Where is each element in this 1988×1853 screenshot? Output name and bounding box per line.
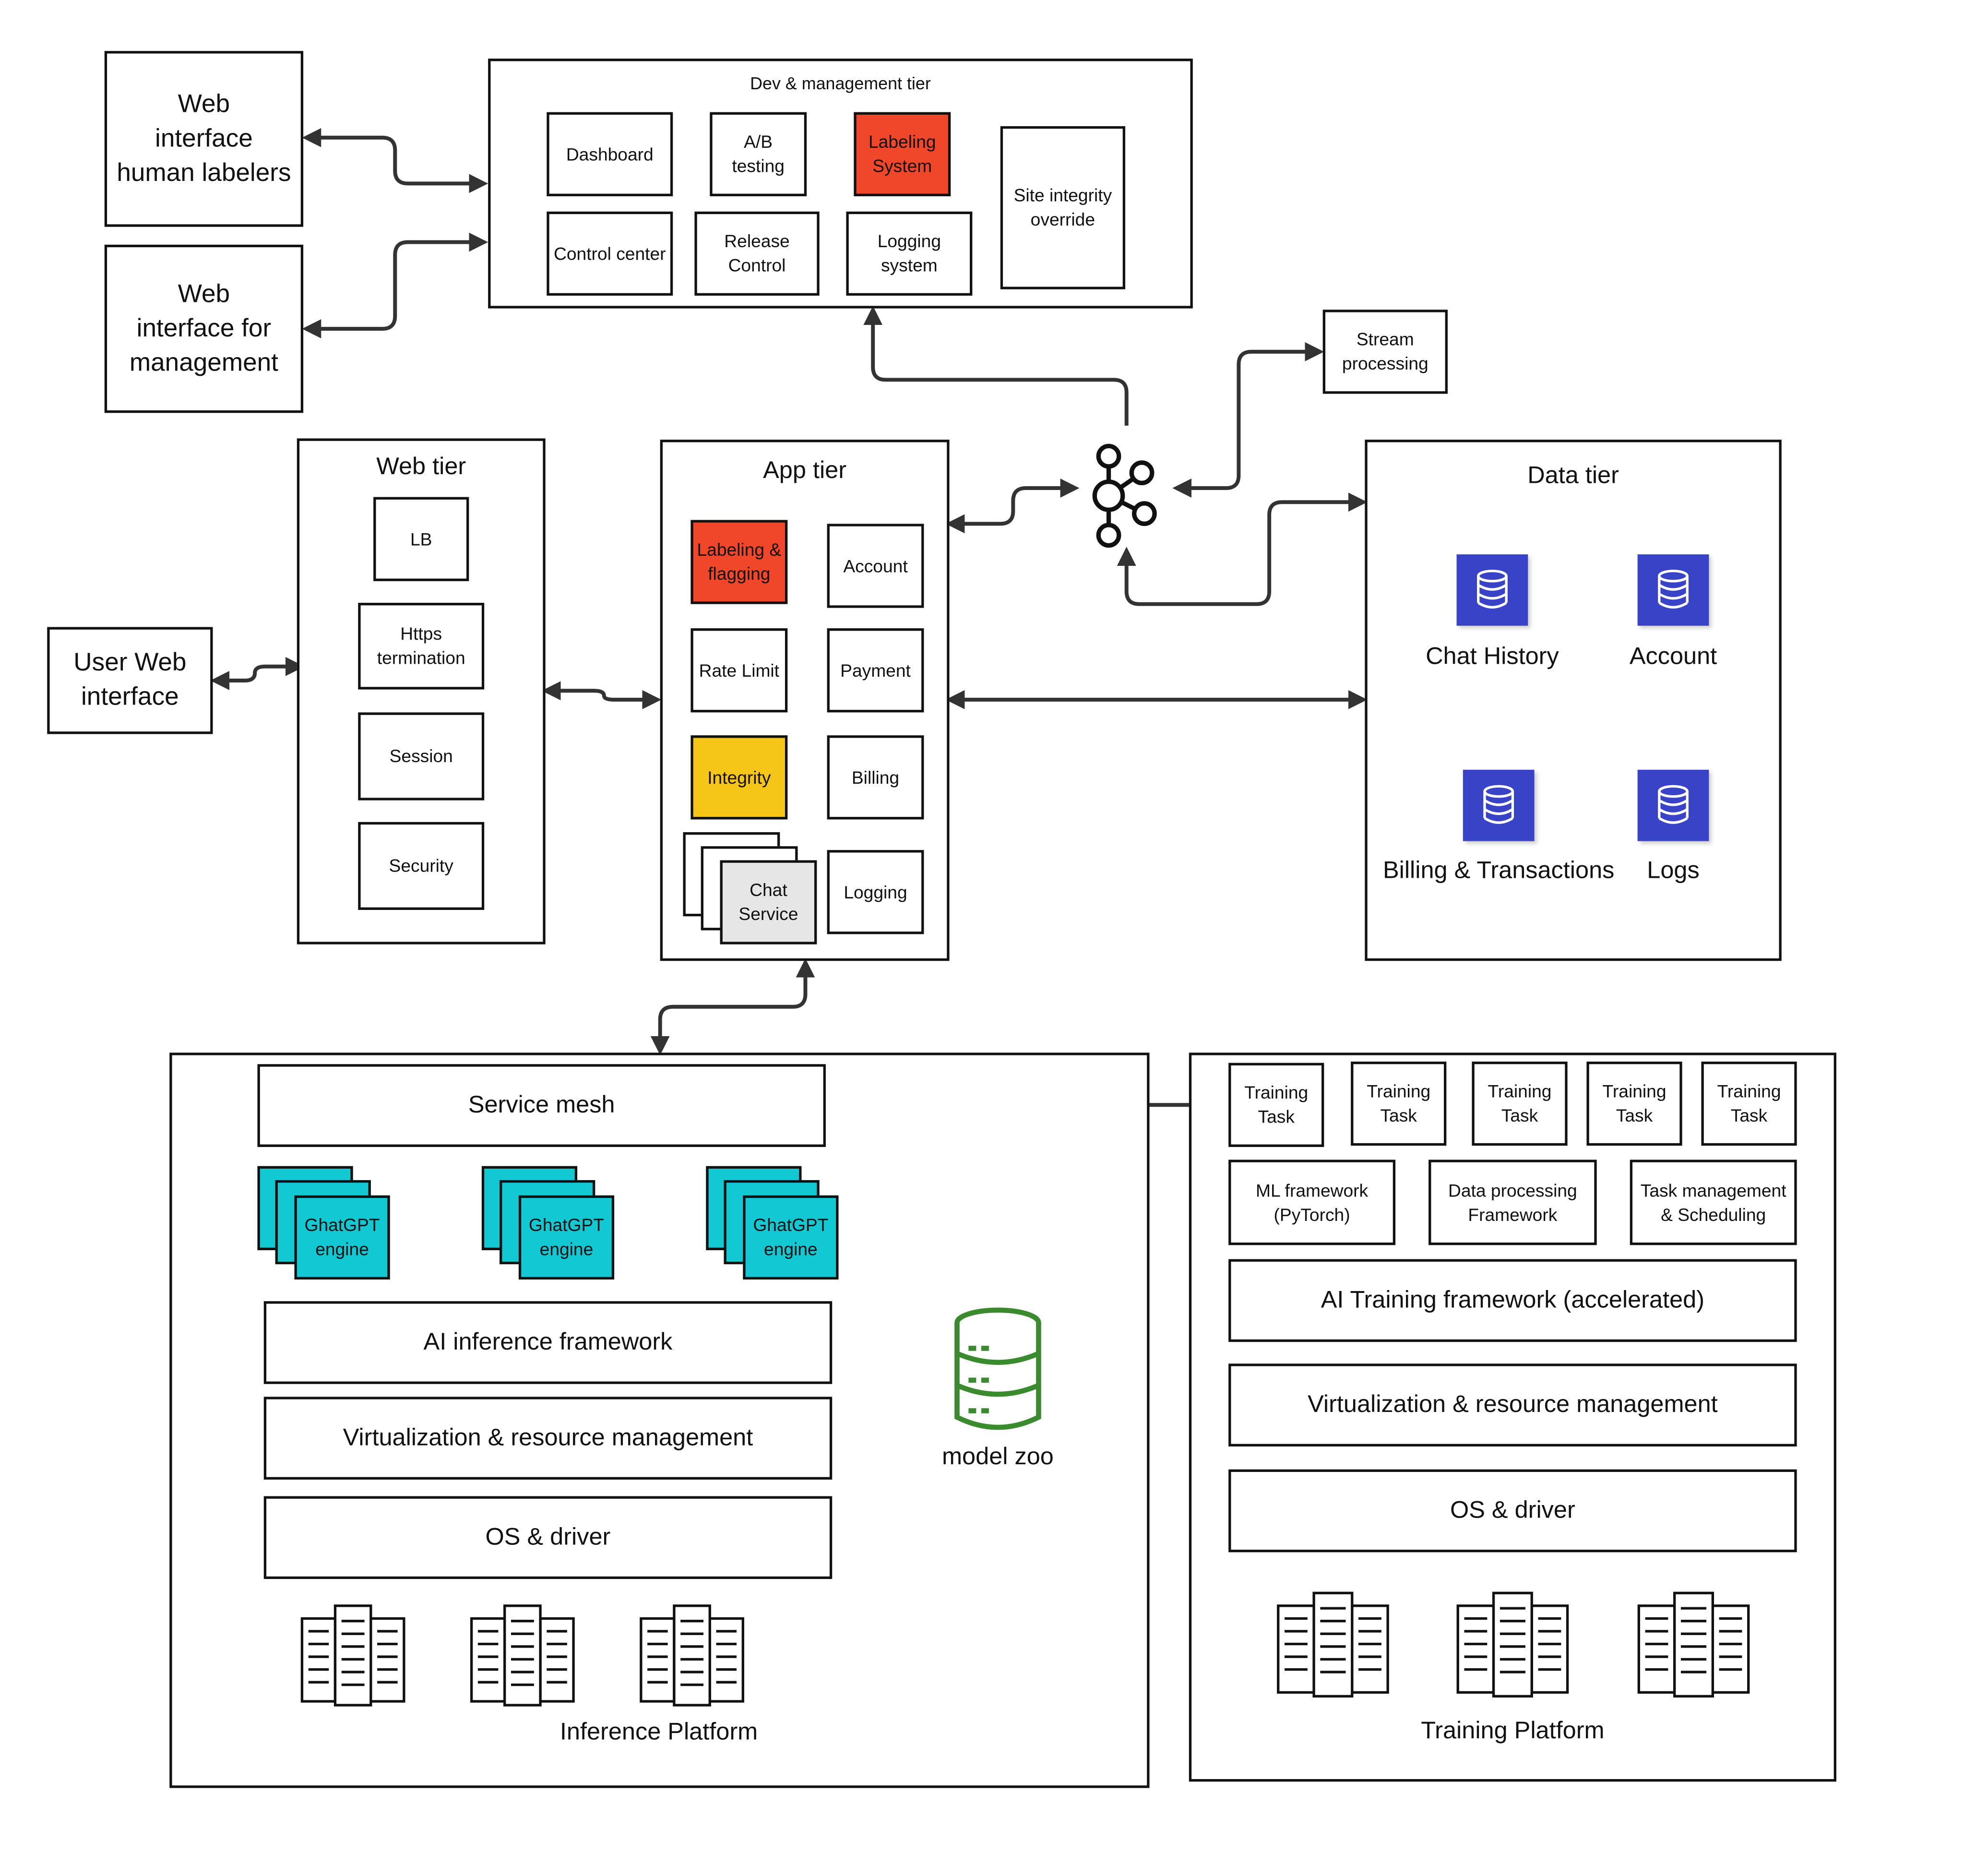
web-tier-security: Security xyxy=(358,822,485,910)
stream-processing: Stream processing xyxy=(1322,310,1448,394)
database-glyph xyxy=(1658,785,1689,824)
web-interface-human-labelers: Web interface human labelers xyxy=(104,51,304,227)
dev-release-control: Release Control xyxy=(694,211,820,296)
arrow-web-app xyxy=(541,681,662,709)
store-account: Account xyxy=(1629,643,1717,670)
arrow-management-dev xyxy=(302,232,488,339)
inference-layer-ai-framework: AI inference framework xyxy=(263,1301,833,1384)
training-task: Training Task xyxy=(1228,1063,1324,1147)
app-account: Account xyxy=(827,524,924,608)
service-mesh: Service mesh xyxy=(257,1064,826,1147)
web-tier-https-termination: Https termination xyxy=(358,603,485,690)
dev-labeling-system: Labeling System xyxy=(854,112,951,196)
inference-platform-title: Inference Platform xyxy=(559,1719,758,1746)
arrow-app-inference xyxy=(650,958,815,1055)
dev-dashboard: Dashboard xyxy=(547,112,673,196)
app-payment: Payment xyxy=(827,628,924,713)
app-integrity: Integrity xyxy=(690,735,788,820)
model-zoo-label: model zoo xyxy=(942,1444,1054,1471)
arrow-hub-stream xyxy=(1172,342,1324,498)
dev-control-center: Control center xyxy=(547,211,673,296)
inference-layer-os-driver: OS & driver xyxy=(263,1496,833,1579)
server-rack-icon xyxy=(1456,1591,1569,1698)
web-tier-title: Web tier xyxy=(376,454,466,481)
training-layer-virtualization: Virtualization & resource management xyxy=(1228,1363,1797,1447)
arrow-labelers-dev xyxy=(302,128,488,193)
web-tier-session: Session xyxy=(358,712,485,801)
app-labeling-flagging: Labeling & flagging xyxy=(690,520,788,604)
chatgpt-engine: GhatGPT engine xyxy=(743,1195,839,1280)
training-task: Training Task xyxy=(1351,1061,1447,1146)
arrow-user-web xyxy=(210,657,305,690)
web-tier-lb: LB xyxy=(373,497,469,581)
server-rack-icon xyxy=(470,1604,575,1707)
dev-ab-testing: A/B testing xyxy=(710,112,807,196)
server-rack-icon xyxy=(640,1604,744,1707)
database-glyph xyxy=(1483,785,1514,824)
app-billing: Billing xyxy=(827,735,924,820)
training-layer-ai-framework: AI Training framework (accelerated) xyxy=(1228,1259,1797,1342)
dev-site-integrity-override: Site integrity override xyxy=(1000,126,1126,289)
app-chat-service: Chat Service xyxy=(720,860,817,944)
database-glyph xyxy=(1658,569,1689,609)
database-glyph xyxy=(1477,569,1508,609)
framework-ml-pytorch: ML framework (PyTorch) xyxy=(1228,1160,1396,1245)
chatgpt-engine: GhatGPT engine xyxy=(518,1195,615,1280)
training-layer-os-driver: OS & driver xyxy=(1228,1469,1797,1553)
framework-data-processing: Data processing Framework xyxy=(1429,1160,1597,1245)
server-rack-icon xyxy=(300,1604,405,1707)
dev-tier-title: Dev & management tier xyxy=(750,74,931,93)
training-task: Training Task xyxy=(1701,1061,1797,1146)
app-tier-title: App tier xyxy=(763,457,847,485)
store-logs: Logs xyxy=(1647,858,1700,885)
data-tier: Data tier xyxy=(1365,440,1782,961)
server-rack-icon xyxy=(1277,1591,1389,1698)
dev-logging-system: Logging system xyxy=(846,211,973,296)
user-web-interface: User Web interface xyxy=(47,627,213,734)
framework-task-management: Task management & Scheduling xyxy=(1630,1160,1797,1245)
app-rate-limit: Rate Limit xyxy=(690,628,788,713)
training-task: Training Task xyxy=(1472,1061,1568,1146)
web-interface-management: Web interface for management xyxy=(104,244,304,413)
training-task: Training Task xyxy=(1586,1061,1682,1146)
store-billing-transactions: Billing & Transactions xyxy=(1382,858,1615,885)
arrow-hub-data xyxy=(1117,492,1368,606)
arrow-hub-dev xyxy=(863,306,1129,426)
arrow-app-hub xyxy=(945,478,1080,534)
data-tier-title: Data tier xyxy=(1527,462,1619,490)
training-platform-title: Training Platform xyxy=(1421,1718,1605,1745)
inference-layer-virtualization: Virtualization & resource management xyxy=(263,1397,833,1480)
store-chat-history: Chat History xyxy=(1426,643,1559,670)
chatgpt-engine: GhatGPT engine xyxy=(294,1195,390,1280)
app-logging: Logging xyxy=(827,850,924,934)
server-rack-icon xyxy=(1637,1591,1750,1698)
